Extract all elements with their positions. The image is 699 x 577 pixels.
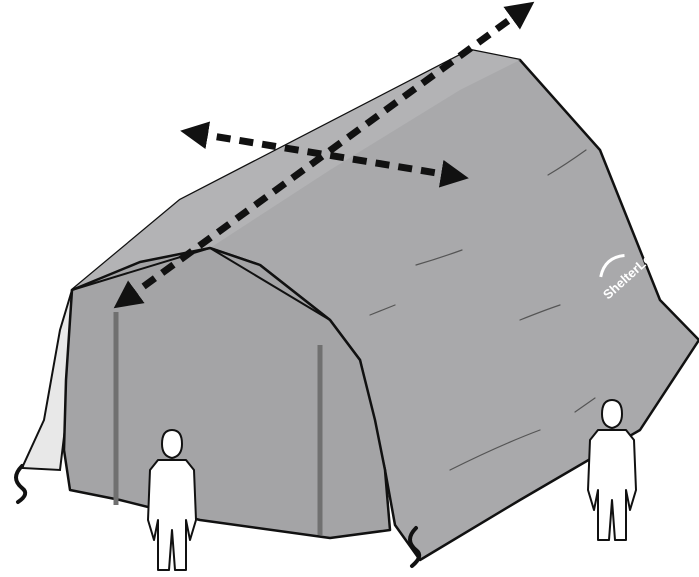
shelter-illustration: ShelterLogic xyxy=(0,0,699,577)
diagram-canvas: ShelterLogic xyxy=(0,0,699,577)
